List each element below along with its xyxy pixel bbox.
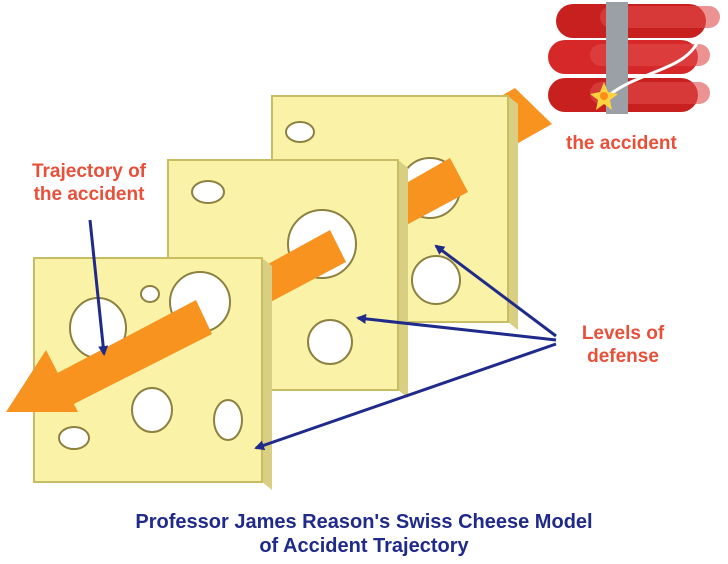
accident-arrow-shaft	[48, 300, 212, 410]
spark-icon	[590, 82, 618, 110]
defense-label-line-1: Levels of	[581, 323, 665, 344]
trajectory-label-line-1: Trajectory of	[31, 161, 147, 182]
defense-pointer-back	[434, 244, 557, 338]
diagram-caption: Professor James Reason's Swiss Cheese Mo…	[0, 510, 728, 558]
accident-arrow-head	[6, 350, 78, 412]
caption-line-1: Professor James Reason's Swiss Cheese Mo…	[135, 511, 593, 533]
defense-label-line-2: defense	[587, 346, 659, 367]
accident-label: the accident	[566, 133, 677, 154]
caption-line-2: of Accident Trajectory	[259, 535, 469, 557]
dynamite-icon	[548, 2, 720, 114]
trajectory-label-line-2: the accident	[33, 184, 145, 205]
trajectory-label: Trajectory of the accident	[14, 160, 164, 206]
defense-label: Levels of defense	[568, 322, 678, 368]
trajectory-pointer	[88, 219, 109, 356]
defense-pointer-front	[254, 342, 557, 451]
defense-pointer-middle	[356, 313, 557, 342]
